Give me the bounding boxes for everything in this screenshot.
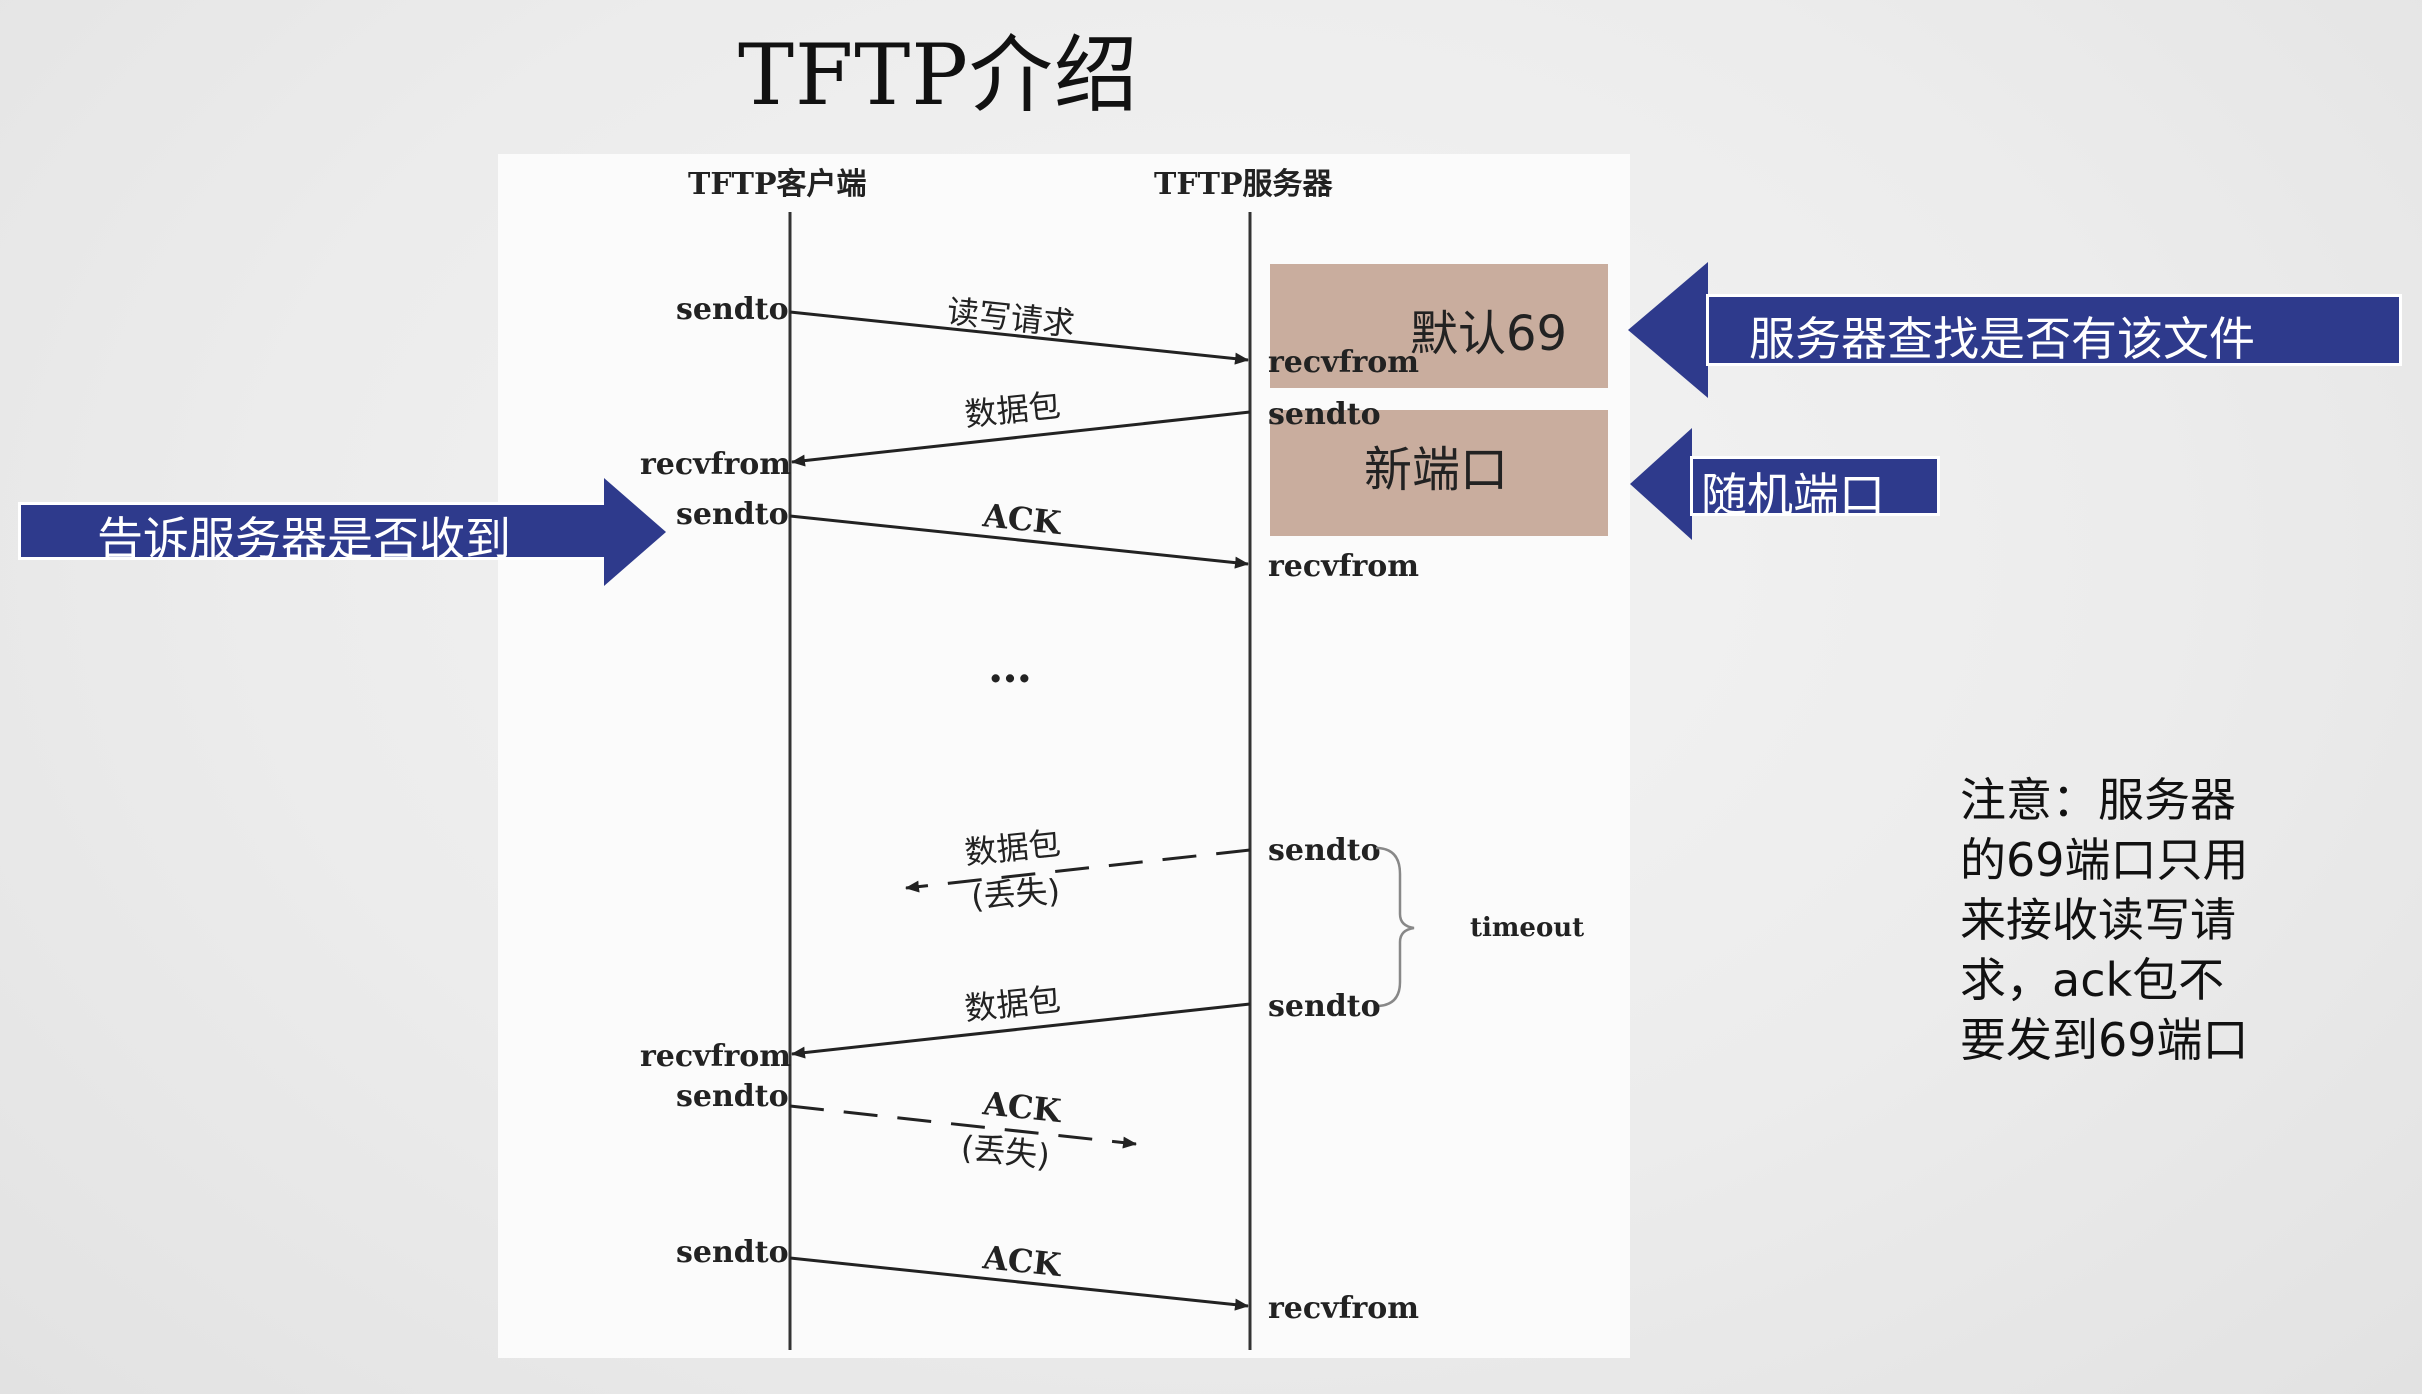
server-sendto-2: sendto xyxy=(1268,833,1381,868)
client-recvfrom-1: recvfrom xyxy=(640,447,791,482)
client-sendto-1: sendto xyxy=(676,292,789,327)
server-lookup-arrow-icon xyxy=(1628,262,1708,398)
default-port-box: 默认69 xyxy=(1270,264,1608,388)
ack-label-1: ACK xyxy=(980,496,1064,542)
slide-title: TFTP介绍 xyxy=(738,26,1139,124)
note-line-4: 求，ack包不 xyxy=(1960,953,2225,1007)
random-port-text: 随机端口 xyxy=(1701,468,1885,522)
data-label-2: 数据包 xyxy=(963,824,1062,872)
ellipsis: … xyxy=(988,642,1032,693)
note-line-5: 要发到69端口 xyxy=(1960,1013,2249,1067)
timeout-label: timeout xyxy=(1470,913,1584,943)
server-sendto-3: sendto xyxy=(1268,989,1381,1024)
data-arrow-1 xyxy=(791,410,1251,467)
server-lookup-callout: 服务器查找是否有该文件 xyxy=(1706,294,2402,366)
random-port-callout: 随机端口 xyxy=(1690,456,1940,522)
lost-ack-arrow xyxy=(789,1104,1137,1149)
new-port-box: 新端口 xyxy=(1270,410,1608,536)
ack-arrow-3 xyxy=(789,1256,1249,1311)
random-port-arrow-icon xyxy=(1630,428,1692,540)
request-label: 读写请求 xyxy=(945,292,1076,343)
data-label-3: 数据包 xyxy=(963,980,1062,1028)
sequence-diagram: 默认69 新端口 TFTP客户端 TFTP服务器 sendto 读写请求 rec… xyxy=(498,154,1630,1358)
client-header: TFTP客户端 xyxy=(688,167,867,202)
client-sendto-4: sendto xyxy=(676,1235,789,1270)
server-recvfrom-3: recvfrom xyxy=(1268,1291,1419,1326)
tell-server-text: 告诉服务器是否收到 xyxy=(97,512,511,566)
lost-label-1: (丢失) xyxy=(970,872,1061,916)
tell-server-callout: 告诉服务器是否收到 xyxy=(18,502,610,566)
server-sendto-1: sendto xyxy=(1268,397,1381,432)
new-port-label: 新端口 xyxy=(1364,442,1509,498)
server-lookup-text: 服务器查找是否有该文件 xyxy=(1749,312,2255,366)
client-sendto-3: sendto xyxy=(676,1079,789,1114)
note-line-1: 注意：服务器 xyxy=(1960,773,2236,827)
client-sendto-2: sendto xyxy=(676,497,789,532)
data-label-1: 数据包 xyxy=(963,386,1062,434)
tell-server-arrow-icon xyxy=(604,478,666,586)
request-arrow xyxy=(789,310,1249,365)
lost-label-2: (丢失) xyxy=(959,1128,1051,1175)
data-arrow-2 xyxy=(791,1002,1251,1059)
ack-arrow-1 xyxy=(789,514,1249,569)
timeout-brace xyxy=(1375,846,1415,1008)
server-header: TFTP服务器 xyxy=(1154,167,1334,202)
server-recvfrom-2: recvfrom xyxy=(1268,549,1419,584)
ack-label-3: ACK xyxy=(980,1238,1064,1284)
ack-label-2: ACK xyxy=(980,1084,1064,1130)
note-line-2: 的69端口只用 xyxy=(1960,833,2249,887)
default-port-label: 默认69 xyxy=(1410,306,1568,362)
note-line-3: 来接收读写请 xyxy=(1960,893,2236,947)
server-recvfrom-1: recvfrom xyxy=(1268,345,1419,380)
sequence-diagram-svg: TFTP客户端 TFTP服务器 sendto 读写请求 recvfrom sen… xyxy=(640,167,1584,1350)
client-recvfrom-2: recvfrom xyxy=(640,1039,791,1074)
port-note: 注意：服务器 的69端口只用 来接收读写请 求，ack包不 要发到69端口 xyxy=(1960,770,2290,1070)
lost-data-arrow xyxy=(905,848,1251,893)
